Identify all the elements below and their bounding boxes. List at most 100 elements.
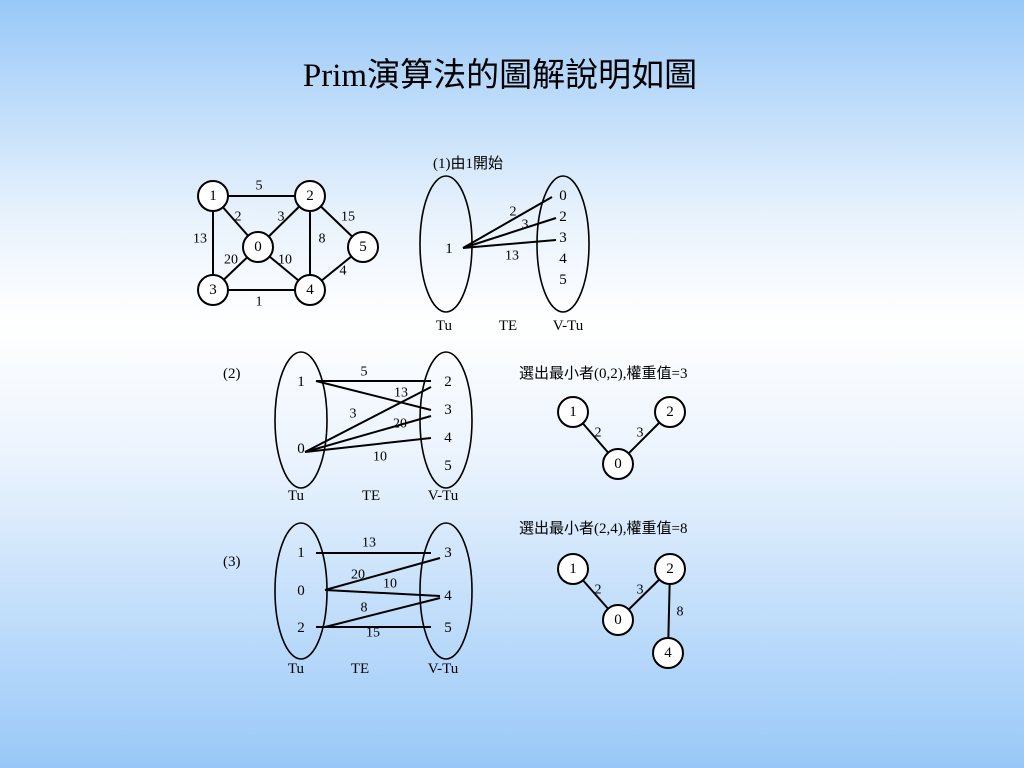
node-label: 2 xyxy=(666,561,674,577)
edge-weight: 3 xyxy=(637,426,644,441)
edge-weight: 8 xyxy=(361,601,368,616)
te-label: TE xyxy=(362,488,380,504)
tu-label: Tu xyxy=(288,661,305,677)
vtu-item: 4 xyxy=(444,588,452,604)
slide-title: Prim演算法的圖解說明如圖 xyxy=(302,58,698,94)
vtu-label: V-Tu xyxy=(428,488,459,504)
tree-node xyxy=(557,396,589,428)
vtu-item: 3 xyxy=(444,402,452,418)
edge-weight: 13 xyxy=(362,536,376,551)
te-edge xyxy=(324,589,441,597)
node-label: 0 xyxy=(614,612,622,628)
edge-weight: 2 xyxy=(595,583,602,598)
vtu-item: 2 xyxy=(559,209,567,225)
graph-node xyxy=(294,274,326,306)
graph-node xyxy=(197,180,229,212)
edge-weight: 3 xyxy=(522,218,529,233)
edge-weight: 1 xyxy=(256,295,263,310)
node-label: 0 xyxy=(614,456,622,472)
edge-weight: 10 xyxy=(373,450,387,465)
edge-weight: 13 xyxy=(394,386,408,401)
graph-node xyxy=(242,231,274,263)
te-edge xyxy=(462,217,557,249)
vtu-item: 5 xyxy=(444,620,452,636)
step3-caption: (3) xyxy=(223,554,241,570)
vtu-item: 5 xyxy=(444,458,452,474)
edge-weight: 10 xyxy=(383,577,397,592)
edge-weight: 8 xyxy=(319,232,326,247)
edge-weight: 5 xyxy=(361,365,368,380)
te-label: TE xyxy=(499,318,517,334)
te-edge xyxy=(324,597,441,628)
te-edge xyxy=(315,380,432,411)
graph-node xyxy=(294,180,326,212)
node-label: 1 xyxy=(569,561,577,577)
edge-weight: 4 xyxy=(340,264,347,279)
te-edge xyxy=(304,415,432,453)
step3-diagram: (3) 1 0 2 3 4 5 13 20 10 8 15 Tu TE V-Tu xyxy=(223,522,473,677)
tu-item: 1 xyxy=(445,241,453,257)
edge-weight: 2 xyxy=(235,210,242,225)
node-label: 5 xyxy=(359,239,367,255)
step2-result: 選出最小者(0,2),權重值=3 1 2 0 2 3 xyxy=(519,365,687,480)
tu-item: 2 xyxy=(297,620,305,636)
step1-caption: (1)由1開始 xyxy=(433,155,503,172)
vtu-label: V-Tu xyxy=(553,318,584,334)
tree-node xyxy=(654,396,686,428)
edge-weight: 13 xyxy=(505,249,519,264)
node-label: 4 xyxy=(306,282,314,298)
edge-weight: 3 xyxy=(350,407,357,422)
edge-weight: 3 xyxy=(637,583,644,598)
node-label: 4 xyxy=(664,645,672,661)
edge-weight: 3 xyxy=(278,210,285,225)
tree-node xyxy=(654,553,686,585)
tu-set xyxy=(419,175,473,313)
edge-weight: 15 xyxy=(341,210,355,225)
vtu-item: 4 xyxy=(444,430,452,446)
vtu-item: 4 xyxy=(559,251,567,267)
edge-weight: 8 xyxy=(677,605,684,620)
vtu-item: 0 xyxy=(559,188,567,204)
graph-node xyxy=(347,231,379,263)
tree-node xyxy=(602,604,634,636)
node-label: 1 xyxy=(209,188,217,204)
vtu-item: 5 xyxy=(559,272,567,288)
tree-node xyxy=(557,553,589,585)
node-label: 0 xyxy=(254,239,262,255)
step1-diagram: (1)由1開始 1 0 2 3 4 5 2 3 13 Tu TE V-Tu xyxy=(419,155,590,334)
step2-diagram: (2) 1 0 2 3 4 5 5 13 3 20 10 Tu TE V-Tu xyxy=(223,351,473,504)
vtu-item: 2 xyxy=(444,374,452,390)
node-label: 2 xyxy=(666,404,674,420)
te-label: TE xyxy=(351,661,369,677)
te-edge xyxy=(462,196,553,249)
graph-node xyxy=(197,274,229,306)
edge-weight: 10 xyxy=(278,253,292,268)
result-text: 選出最小者(0,2),權重值=3 xyxy=(519,365,687,382)
step2-caption: (2) xyxy=(223,366,241,382)
node-label: 1 xyxy=(569,404,577,420)
tu-item: 0 xyxy=(297,583,305,599)
vtu-item: 3 xyxy=(559,230,567,246)
vtu-set xyxy=(419,522,473,660)
te-edge xyxy=(462,239,557,249)
tu-item: 0 xyxy=(297,441,305,457)
tu-label: Tu xyxy=(288,488,305,504)
vtu-item: 3 xyxy=(444,545,452,561)
edge-weight: 20 xyxy=(351,568,365,583)
te-edge xyxy=(324,557,441,591)
edge-weight: 15 xyxy=(366,626,380,641)
tu-item: 1 xyxy=(297,374,305,390)
vtu-set xyxy=(536,175,590,313)
tree-node xyxy=(652,637,684,669)
te-edge xyxy=(304,386,432,453)
tu-set xyxy=(274,351,328,489)
result-text: 選出最小者(2,4),權重值=8 xyxy=(519,520,687,537)
node-label: 2 xyxy=(306,188,314,204)
tu-label: Tu xyxy=(436,318,453,334)
edge-weight: 5 xyxy=(256,179,263,194)
tree-node xyxy=(602,448,634,480)
step3-result: 選出最小者(2,4),權重值=8 1 2 0 4 2 3 8 xyxy=(519,520,687,669)
tu-item: 1 xyxy=(297,545,305,561)
original-graph: 1 2 0 5 3 4 5 2 3 15 13 8 20 10 4 1 xyxy=(193,179,379,310)
